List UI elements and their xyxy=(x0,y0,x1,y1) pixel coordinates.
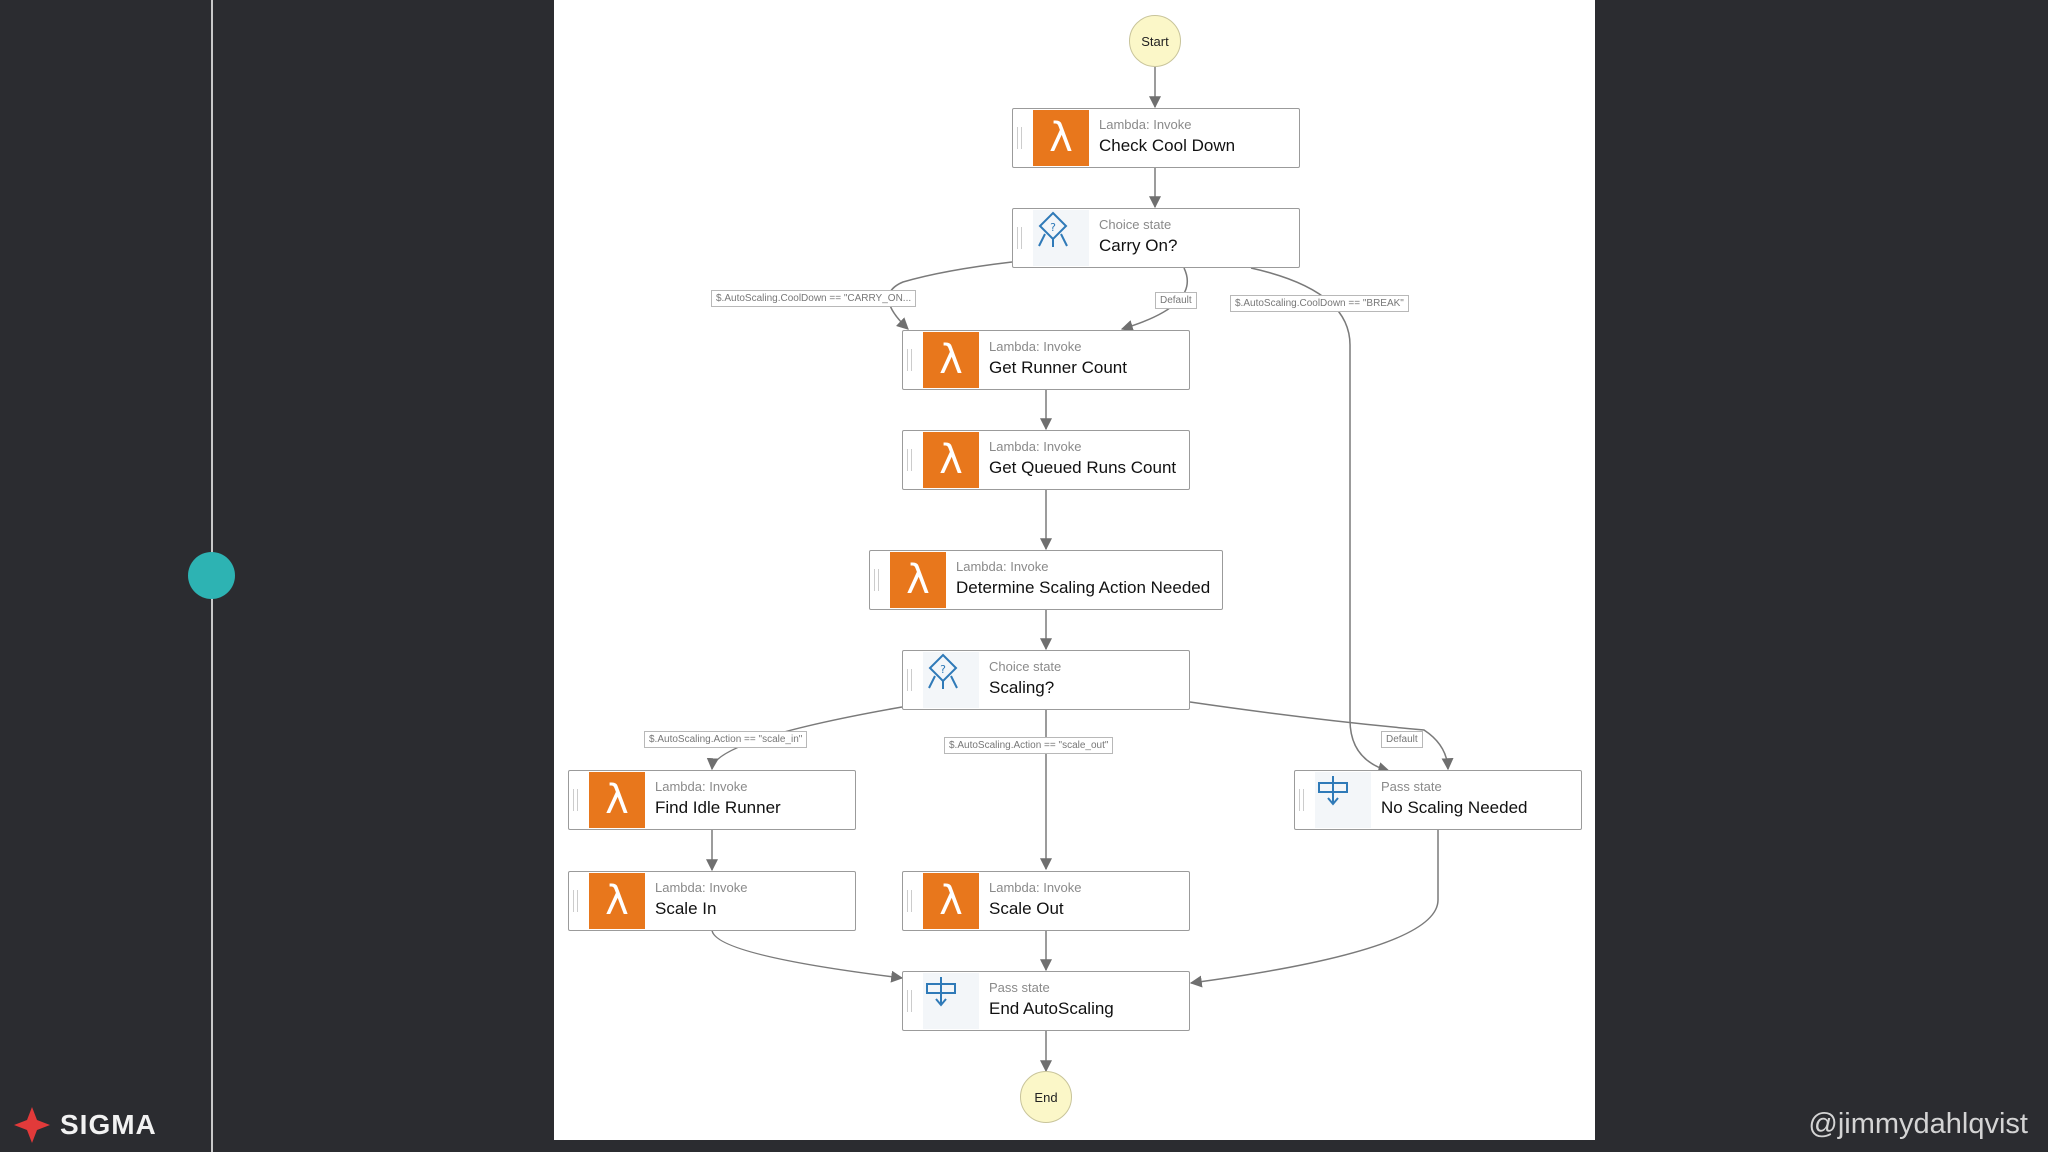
edge-carry-runner-condition xyxy=(887,261,1013,330)
edge-label-break-condition: $.AutoScaling.CoolDown == "BREAK" xyxy=(1230,295,1409,312)
state-name: Carry On? xyxy=(1099,236,1178,255)
state-type: Lambda: Invoke xyxy=(655,880,748,895)
state-scaling[interactable]: ? Choice state Scaling? xyxy=(902,650,1190,710)
svg-text:?: ? xyxy=(940,663,946,676)
edge-scaling-noscaling xyxy=(1189,701,1454,771)
author-handle: @jimmydahlqvist xyxy=(1808,1108,2028,1140)
state-type: Choice state xyxy=(1099,217,1172,232)
sigma-star-icon xyxy=(14,1107,50,1143)
drag-handle xyxy=(874,569,879,591)
state-carry-on[interactable]: ? Choice state Carry On? xyxy=(1012,208,1300,268)
state-determine-scaling-action[interactable]: λ Lambda: Invoke Determine Scaling Actio… xyxy=(869,550,1223,610)
pass-icon xyxy=(923,973,979,1029)
state-name: Determine Scaling Action Needed xyxy=(956,578,1211,597)
choice-icon: ? xyxy=(1033,210,1089,266)
state-name: Find Idle Runner xyxy=(655,798,781,817)
lambda-icon: λ xyxy=(589,873,645,929)
state-name: Get Queued Runs Count xyxy=(989,458,1177,477)
end-node: End xyxy=(1020,1071,1072,1123)
edge-label-scale-out-condition: $.AutoScaling.Action == "scale_out" xyxy=(944,737,1114,754)
svg-text:?: ? xyxy=(1050,221,1056,234)
drag-handle xyxy=(1299,789,1304,811)
drag-handle xyxy=(907,990,912,1012)
state-get-runner-count[interactable]: λ Lambda: Invoke Get Runner Count xyxy=(902,330,1190,390)
state-type: Lambda: Invoke xyxy=(1099,117,1192,132)
brand-logo: SIGMA xyxy=(12,1105,157,1145)
state-end-autoscaling[interactable]: Pass state End AutoScaling xyxy=(902,971,1190,1031)
lambda-icon: λ xyxy=(1033,110,1089,166)
state-name: No Scaling Needed xyxy=(1381,798,1528,817)
drag-handle xyxy=(907,890,912,912)
drag-handle xyxy=(1017,227,1022,249)
edge-label-carry-on-condition: $.AutoScaling.CoolDown == "CARRY_ON... xyxy=(711,290,917,307)
state-scale-in[interactable]: λ Lambda: Invoke Scale In xyxy=(568,871,856,931)
timeline-marker xyxy=(188,552,235,599)
state-type: Lambda: Invoke xyxy=(989,880,1082,895)
drag-handle xyxy=(1017,127,1022,149)
drag-handle xyxy=(907,449,912,471)
drag-handle xyxy=(573,890,578,912)
edge-carry-noscaling-break xyxy=(1250,267,1391,774)
drag-handle xyxy=(907,669,912,691)
edge-scalein-end xyxy=(711,929,904,983)
state-scale-out[interactable]: λ Lambda: Invoke Scale Out xyxy=(902,871,1190,931)
state-type: Lambda: Invoke xyxy=(989,439,1082,454)
state-type: Pass state xyxy=(989,980,1050,995)
state-name: Scaling? xyxy=(989,678,1055,697)
state-type: Lambda: Invoke xyxy=(956,559,1049,574)
state-type: Lambda: Invoke xyxy=(989,339,1082,354)
state-name: Scale In xyxy=(655,899,717,918)
drag-handle xyxy=(573,789,578,811)
state-find-idle-runner[interactable]: λ Lambda: Invoke Find Idle Runner xyxy=(568,770,856,830)
state-get-queued-runs-count[interactable]: λ Lambda: Invoke Get Queued Runs Count xyxy=(902,430,1190,490)
diagram-edges xyxy=(706,67,1454,1073)
edge-label-scale-in-condition: $.AutoScaling.Action == "scale_in" xyxy=(644,731,808,748)
state-name: Get Runner Count xyxy=(989,358,1127,377)
state-type: Choice state xyxy=(989,659,1062,674)
lambda-icon: λ xyxy=(923,432,979,488)
lambda-icon: λ xyxy=(589,772,645,828)
brand-name: SIGMA xyxy=(60,1109,157,1140)
state-name: Check Cool Down xyxy=(1099,136,1236,155)
edge-label-scaling-default: Default xyxy=(1381,731,1423,748)
state-no-scaling-needed[interactable]: Pass state No Scaling Needed xyxy=(1294,770,1582,830)
lambda-icon: λ xyxy=(890,552,946,608)
choice-icon: ? xyxy=(923,652,979,708)
drag-handle xyxy=(907,349,912,371)
pass-icon xyxy=(1315,772,1371,828)
lambda-icon: λ xyxy=(923,332,979,388)
lambda-icon: λ xyxy=(923,873,979,929)
state-type: Pass state xyxy=(1381,779,1442,794)
start-node: Start xyxy=(1129,15,1181,67)
state-type: Lambda: Invoke xyxy=(655,779,748,794)
edge-noscaling-end xyxy=(1189,829,1439,988)
state-name: End AutoScaling xyxy=(989,999,1114,1018)
edge-label-carry-on-default: Default xyxy=(1155,292,1197,309)
state-check-cool-down[interactable]: λ Lambda: Invoke Check Cool Down xyxy=(1012,108,1300,168)
state-name: Scale Out xyxy=(989,899,1064,918)
state-machine-diagram: Start λ Lambda: Invoke Check Cool Down ?… xyxy=(554,0,1595,1140)
